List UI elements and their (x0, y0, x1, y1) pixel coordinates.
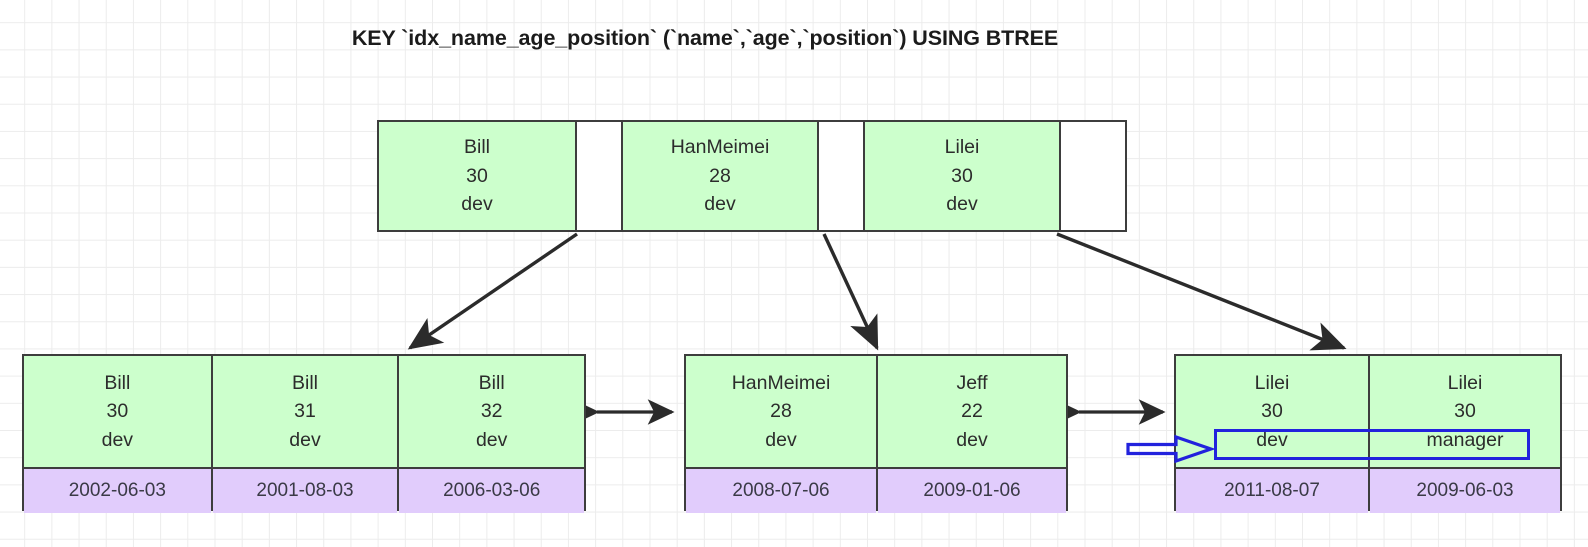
leaf-2-date-1: 2008-07-06 (686, 467, 876, 513)
blue-callout-arrow (1126, 435, 1214, 463)
page-title: KEY `idx_name_age_position` (`name`,`age… (351, 26, 1059, 50)
leaf-1-entry-2[interactable]: Bill 31 dev 2001-08-03 (210, 356, 398, 513)
root-key-3-position: dev (946, 193, 978, 216)
leaf-3-key-1-age: 30 (1261, 400, 1283, 423)
root-key-2-position: dev (704, 193, 736, 216)
leaf-3-key-2-name: Lilei (1447, 371, 1483, 394)
leaf-1-key-2: Bill 31 dev (212, 356, 398, 467)
root-key-cell-1[interactable]: Bill 30 dev (379, 122, 575, 230)
leaf-3-date-1: 2011-08-07 (1176, 467, 1368, 513)
leaf-node-2[interactable]: HanMeimei 28 dev 2008-07-06 Jeff 22 dev … (684, 354, 1068, 513)
root-key-1-age: 30 (466, 164, 488, 187)
leaf-2-key-1-position: dev (765, 428, 797, 451)
root-key-cell-3[interactable]: Lilei 30 dev (863, 122, 1059, 230)
leaf-2-key-2: Jeff 22 dev (878, 356, 1066, 467)
leaf-1-key-2-age: 31 (294, 400, 316, 423)
leaf-2-entry-2[interactable]: Jeff 22 dev 2009-01-06 (876, 356, 1066, 513)
leaf-2-key-1-age: 28 (770, 400, 792, 423)
leaf-2-key-2-position: dev (956, 428, 988, 451)
root-key-1-name: Bill (463, 136, 490, 159)
leaf-2-key-2-age: 22 (961, 400, 983, 423)
leaf-2-entry-1[interactable]: HanMeimei 28 dev 2008-07-06 (686, 356, 876, 513)
leaf-1-key-3-position: dev (475, 428, 508, 451)
root-node[interactable]: Bill 30 dev HanMeimei 28 dev Lilei 30 de… (377, 120, 1127, 232)
root-key-3-age: 30 (951, 164, 973, 187)
root-key-3-name: Lilei (944, 136, 980, 159)
leaf-1-date-3: 2006-03-06 (399, 467, 585, 513)
leaf-3-key-2: Lilei 30 manager (1370, 356, 1560, 467)
leaf-1-key-1-name: Bill (104, 371, 131, 394)
root-pointer-cell-1[interactable] (575, 122, 621, 230)
leaf-1-key-3-age: 32 (480, 400, 503, 423)
leaf-2-key-2-name: Jeff (956, 371, 988, 394)
leaf-2-date-2: 2009-01-06 (878, 467, 1066, 513)
position-column-highlight (1214, 429, 1530, 460)
leaf-3-key-1-name: Lilei (1254, 371, 1290, 394)
leaf-2-key-1: HanMeimei 28 dev (686, 356, 876, 467)
leaf-1-date-1: 2002-06-03 (24, 467, 211, 513)
leaf-1-key-1: Bill 30 dev (24, 356, 211, 467)
root-key-2-age: 28 (709, 164, 731, 187)
root-pointer-3-to-leaf-3 (1056, 232, 1347, 351)
root-key-1-position: dev (461, 193, 493, 216)
leaf-3-date-2: 2009-06-03 (1370, 467, 1560, 513)
leaf-1-key-2-name: Bill (292, 371, 319, 394)
leaf-node-1[interactable]: Bill 30 dev 2002-06-03 Bill 31 dev 2001-… (22, 354, 586, 513)
leaf-1-key-2-position: dev (289, 428, 321, 451)
leaf-1-date-2: 2001-08-03 (212, 467, 398, 513)
root-pointer-2-to-leaf-2 (822, 233, 879, 351)
leaf-1-entry-3[interactable]: Bill 32 dev 2006-03-06 (397, 356, 585, 513)
leaf-1-key-3-name: Bill (478, 371, 505, 394)
root-pointer-1-to-leaf-1 (407, 232, 578, 350)
leaf-2-key-1-name: HanMeimei (731, 371, 831, 394)
root-pointer-cell-3[interactable] (1059, 122, 1125, 230)
leaf-1-key-3: Bill 32 dev (399, 356, 585, 467)
leaf-3-key-1-position: dev (1256, 428, 1288, 451)
leaf-3-entry-2[interactable]: Lilei 30 manager 2009-06-03 (1368, 356, 1560, 513)
leaf-3-key-2-position: manager (1426, 428, 1504, 451)
root-pointer-cell-2[interactable] (817, 122, 863, 230)
leaf-1-key-1-position: dev (101, 428, 134, 451)
root-key-2-name: HanMeimei (670, 136, 770, 159)
root-key-cell-2[interactable]: HanMeimei 28 dev (621, 122, 817, 230)
leaf-1-entry-1[interactable]: Bill 30 dev 2002-06-03 (24, 356, 211, 513)
leaf-3-key-2-age: 30 (1454, 400, 1476, 423)
leaf-1-key-1-age: 30 (106, 400, 129, 423)
